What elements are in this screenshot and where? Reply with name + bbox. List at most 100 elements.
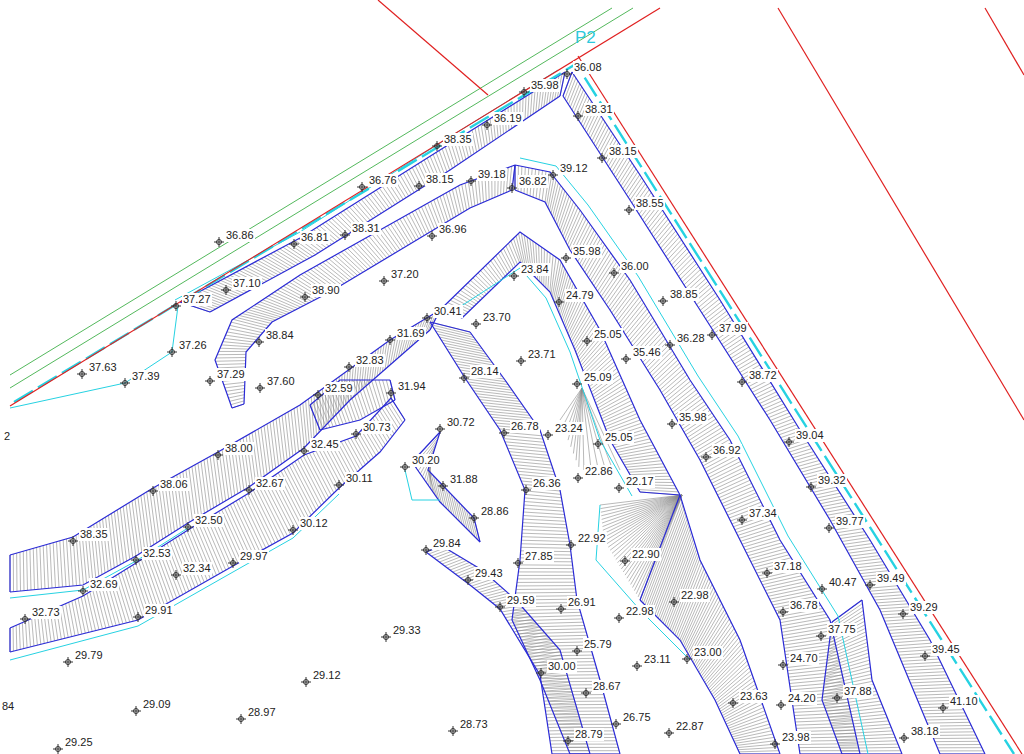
hatch-line (478, 178, 480, 203)
hatch-line (373, 192, 386, 210)
hatch-line (264, 257, 287, 270)
hatch-line (319, 450, 339, 489)
hatch-line (508, 448, 548, 452)
hatch-line (727, 711, 765, 727)
hatch-line (569, 216, 584, 248)
hatch-line (677, 258, 693, 274)
hatch-line (553, 262, 561, 300)
hatch-line (653, 219, 668, 237)
marker-circle (569, 543, 574, 548)
hatch-line (689, 422, 718, 441)
hatch-line (147, 556, 164, 605)
slope-edge (822, 622, 842, 754)
hatch-line (43, 546, 45, 589)
hatch-line (619, 163, 632, 183)
spot-marker (214, 237, 224, 247)
marker-circle (384, 635, 389, 640)
hatch-line (451, 143, 458, 165)
hatch-line (545, 710, 577, 712)
hatch-line (156, 487, 163, 540)
hatch-line (621, 495, 682, 569)
hatch-line (557, 720, 611, 721)
hatch-line (782, 624, 831, 632)
hatch-line (913, 688, 953, 690)
hatch-line (370, 194, 384, 212)
hatch-line (601, 267, 621, 296)
hatch-line (793, 452, 814, 458)
marker-cross (637, 661, 638, 671)
hatch-line (666, 240, 681, 257)
marker-cross (602, 153, 603, 163)
marker-circle (835, 696, 840, 701)
hatch-line (538, 674, 599, 676)
spot-marker (244, 485, 254, 495)
hatch-line (926, 719, 968, 721)
marker-cross (386, 632, 387, 642)
slope-edge (10, 310, 440, 555)
hatch-line (19, 624, 21, 649)
hatch-line (448, 145, 455, 167)
hatch-line (227, 392, 244, 395)
hatch-line (525, 96, 527, 119)
spot-marker (254, 337, 264, 347)
hatch-line (192, 466, 199, 516)
marker-circle (424, 548, 429, 553)
hatch-line (566, 210, 580, 242)
hatch-line (276, 419, 281, 464)
hatch-line (150, 554, 168, 603)
hatch-line (259, 486, 285, 537)
hatch-line (459, 186, 464, 212)
contour-line (10, 306, 178, 408)
hatch-line (629, 315, 651, 341)
hatch-line (828, 711, 884, 717)
spot-marker (667, 419, 677, 429)
hatch-line (32, 619, 34, 646)
hatch-line (636, 495, 682, 594)
slope-edge (442, 546, 590, 754)
hatch-line (347, 439, 362, 467)
hatch-line (625, 172, 638, 192)
hatch-line (512, 458, 551, 462)
hatch-line (111, 513, 117, 566)
marker-cross (68, 657, 69, 667)
hatch-line (245, 311, 276, 319)
marker-circle (565, 72, 570, 77)
hatch-line (522, 526, 566, 528)
hatch-line (668, 384, 693, 404)
hatch-line (883, 616, 915, 618)
hatch-line (640, 492, 680, 495)
hatch-line (693, 609, 725, 662)
hatch-line (517, 632, 544, 637)
hatch-line (471, 579, 492, 586)
marker-circle (661, 299, 666, 304)
slope-edge (10, 330, 430, 592)
marker-cross (586, 688, 587, 698)
marker-circle (303, 295, 308, 300)
hatch-line (364, 198, 378, 215)
hatch-line (271, 294, 300, 307)
hatch-line (255, 262, 279, 275)
hatch-line (720, 487, 753, 501)
hatch-line (597, 388, 626, 406)
hatch-line (713, 471, 745, 486)
marker-circle (923, 654, 928, 659)
hatch-line (264, 482, 290, 534)
marker-cross (553, 170, 554, 180)
spot-marker (582, 336, 592, 346)
hatch-line (361, 199, 375, 216)
spot-marker (289, 239, 299, 249)
hatch-line (30, 549, 31, 590)
marker-cross (437, 141, 438, 151)
hatch-line (126, 504, 133, 557)
marker-circle (781, 610, 786, 615)
hatch-line (754, 386, 773, 395)
hatch-line (796, 723, 853, 725)
spot-marker (183, 522, 193, 532)
marker-circle (151, 489, 156, 494)
hatch-line (397, 221, 411, 244)
hatch-line (603, 270, 623, 299)
hatch-line (468, 283, 485, 296)
hatch-line (13, 554, 14, 592)
hatch-line (518, 571, 573, 572)
marker-circle (617, 616, 622, 621)
